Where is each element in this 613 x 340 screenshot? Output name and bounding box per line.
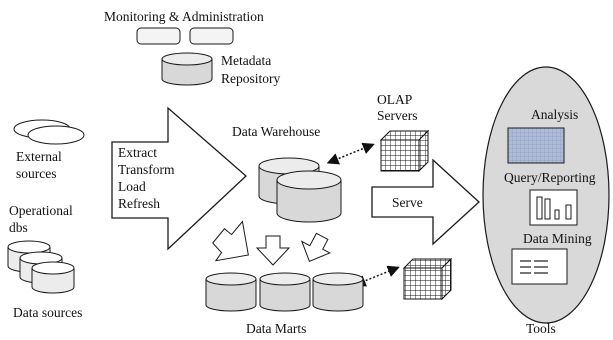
data-mart-2	[259, 272, 311, 312]
olap-cube-bottom	[402, 257, 453, 301]
metadata-repository-cylinder	[161, 52, 213, 86]
mart-arrow-left	[212, 220, 249, 262]
etl-load-label: Load	[118, 179, 146, 194]
serve-label: Serve	[392, 195, 423, 210]
dw-olap-connector	[326, 142, 375, 165]
data-marts-label: Data Marts	[246, 321, 307, 336]
operational-label-line2: dbs	[9, 220, 28, 235]
serve-arrow	[371, 158, 480, 246]
bar-chart-icon	[529, 189, 578, 226]
query-reporting-label: Query/Reporting	[504, 170, 596, 185]
olap-label-line1: OLAP	[377, 92, 413, 107]
data-mart-1	[205, 272, 257, 312]
operational-dbs-cylinders	[7, 240, 75, 294]
data-mining-icon	[511, 248, 568, 285]
etl-transform-label: Transform	[118, 162, 175, 177]
operational-label-line1: Operational	[9, 203, 73, 218]
external-sources-icon	[13, 119, 85, 145]
tools-label: Tools	[526, 321, 556, 336]
mart-arrow-center	[255, 235, 291, 266]
data-sources-label: Data sources	[13, 305, 83, 320]
marts-olap-connector	[353, 265, 400, 287]
data-mining-label: Data Mining	[523, 231, 592, 246]
data-warehouse-cylinders	[258, 157, 342, 223]
metadata-label-line2: Repository	[221, 71, 281, 86]
mart-arrow-right	[300, 232, 331, 263]
etl-arrow	[111, 106, 247, 251]
monitoring-box-right	[189, 27, 234, 45]
external-label-line2: sources	[16, 166, 57, 181]
analysis-label: Analysis	[531, 107, 579, 122]
monitoring-box-left	[136, 27, 181, 45]
etl-extract-label: Extract	[118, 145, 157, 160]
olap-label-line2: Servers	[377, 108, 418, 123]
etl-refresh-label: Refresh	[118, 196, 160, 211]
data-mart-3	[312, 272, 364, 312]
metadata-label-line1: Metadata	[221, 53, 272, 68]
analysis-icon	[507, 127, 565, 164]
data-warehouse-label: Data Warehouse	[232, 124, 321, 139]
olap-cube-top	[379, 129, 430, 173]
monitoring-label: Monitoring & Administration	[104, 9, 264, 24]
external-label-line1: External	[16, 149, 62, 164]
